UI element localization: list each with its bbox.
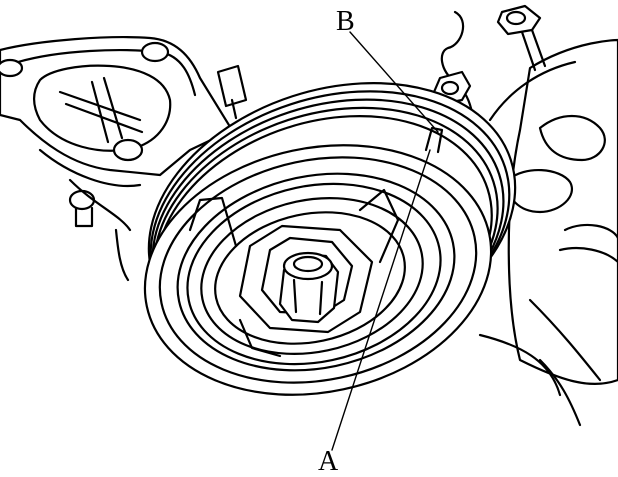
callout-label-b: B: [336, 6, 355, 37]
center-bolt: [278, 251, 340, 324]
leader-line-b: [349, 31, 439, 133]
lower-left-body: [38, 148, 142, 282]
callout-label-a: A: [318, 446, 339, 477]
crank-pulley: [143, 82, 517, 396]
left-flange-plate: [0, 36, 234, 228]
top-right-bolt: [496, 4, 547, 72]
leader-lines: [331, 31, 439, 451]
top-stud: [216, 64, 248, 120]
leader-line-a: [331, 149, 431, 451]
